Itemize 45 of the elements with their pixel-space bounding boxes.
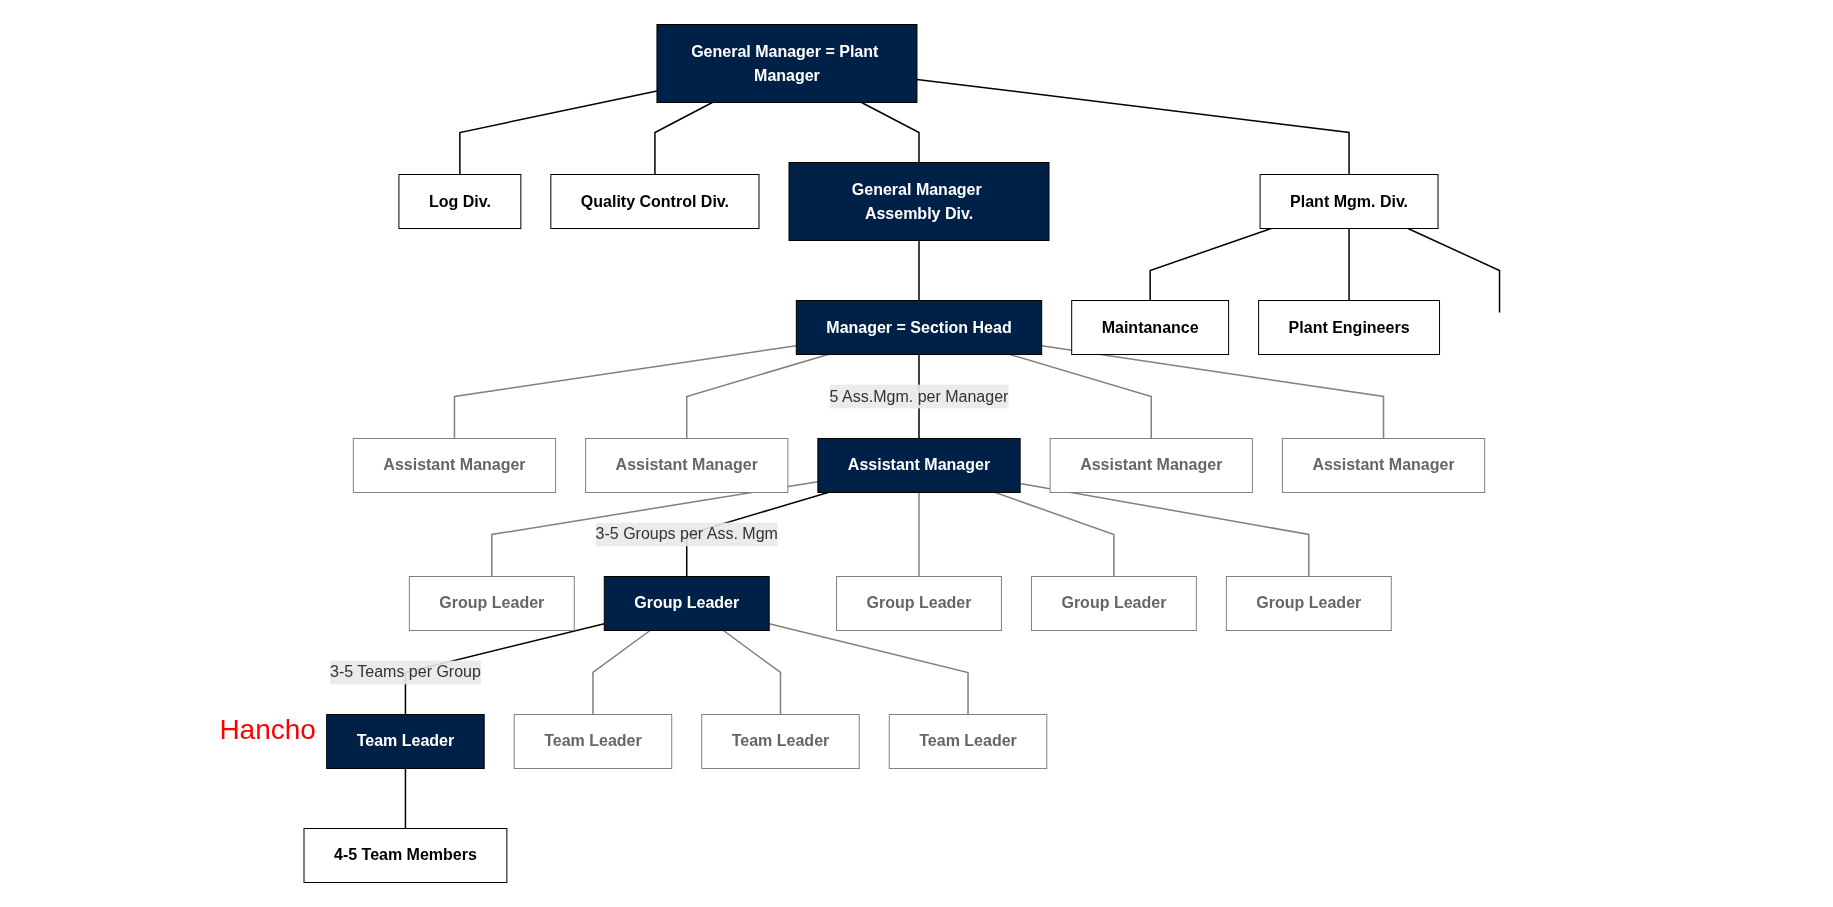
node-box: Group Leader [408, 576, 575, 631]
node-box: Team Leader [513, 714, 672, 769]
node-box: Team Leader [888, 714, 1048, 769]
connector [1348, 227, 1350, 302]
node-box: Group Leader [835, 576, 1002, 631]
edge-label: 3-5 Teams per Group [329, 663, 481, 681]
node-box: Plant Engineers [1257, 300, 1440, 355]
connector [490, 481, 819, 578]
edge-label: 5 Ass.Mgm. per Manager [829, 387, 1009, 405]
node-box: Log Div. [398, 174, 522, 229]
node-box: Quality Control Div. [550, 174, 760, 229]
node-box: Assistant Manager [352, 438, 556, 493]
connector [591, 629, 651, 716]
connector [685, 353, 829, 440]
connector [918, 491, 920, 578]
node-box: Team Leader [700, 714, 860, 769]
node-box: Manager = Section Head [795, 300, 1042, 355]
connector [1040, 345, 1384, 440]
node-box: Assistant Manager [1049, 438, 1253, 493]
connector [722, 629, 781, 716]
side-note: Hancho [219, 714, 316, 747]
node-box: Group Leader [603, 576, 770, 631]
node-box: Assistant Manager [817, 438, 1021, 493]
node-box: General Manager Assembly Div. [788, 162, 1050, 241]
connector [1406, 227, 1500, 314]
node-box: Assistant Manager [584, 438, 789, 493]
connector [1149, 227, 1272, 302]
connector [1019, 482, 1310, 578]
connector [768, 622, 969, 716]
node-box: Maintanance [1070, 300, 1229, 355]
node-box: 4-5 Team Members [303, 828, 508, 883]
node-box: Group Leader [1225, 576, 1392, 631]
connector [994, 491, 1115, 578]
node-box: Group Leader [1030, 576, 1197, 631]
connector [918, 239, 920, 302]
node-box: Assistant Manager [1281, 438, 1485, 493]
connector [458, 90, 658, 176]
connector [915, 78, 1350, 176]
connector [453, 345, 797, 440]
node-box: Team Leader [325, 714, 485, 769]
connector [860, 101, 920, 164]
node-box: Plant Mgm. Div. [1259, 174, 1439, 229]
edge-label: 3-5 Groups per Ass. Mgm [595, 525, 778, 543]
connector [404, 767, 406, 830]
node-box: General Manager = Plant Manager [656, 24, 918, 103]
